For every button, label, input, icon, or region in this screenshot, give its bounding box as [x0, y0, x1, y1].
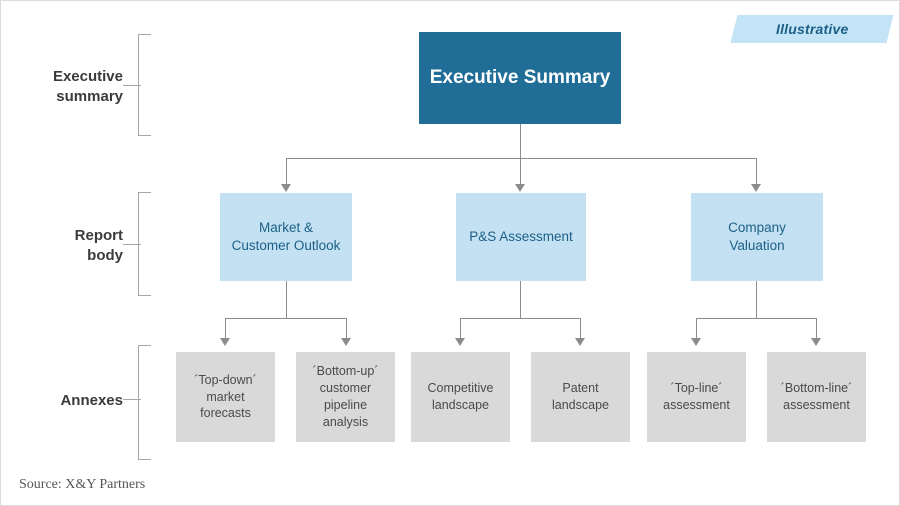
connector-exec-stem — [520, 124, 521, 158]
illustrative-badge: Illustrative — [730, 15, 894, 43]
node-market-customer-outlook[interactable]: Market &Customer Outlook — [220, 193, 352, 281]
arrow-to-ps-assessment — [515, 184, 525, 192]
arrow-to-market-customer-outlook — [281, 184, 291, 192]
connector-exec-drop-left — [286, 158, 287, 186]
connector-exec-drop-center — [520, 158, 521, 186]
node-bottom-line-assessment-label: ´Bottom-line´assessment — [780, 381, 853, 412]
connector-ps-drop-left — [460, 318, 461, 340]
bracket-tick-annexes — [123, 399, 141, 400]
node-executive-summary[interactable]: Executive Summary — [419, 32, 621, 124]
illustrative-badge-label: Illustrative — [775, 21, 849, 37]
node-ps-assessment[interactable]: P&S Assessment — [456, 193, 586, 281]
arrow-to-competitive-landscape — [455, 338, 465, 346]
connector-valuation-bus — [696, 318, 817, 319]
arrow-to-bottom-up-customer-pipeline-analysis — [341, 338, 351, 346]
bracket-annexes — [138, 345, 151, 460]
row-label-annexes: Annexes — [60, 392, 123, 409]
connector-ps-bus — [460, 318, 581, 319]
arrow-to-top-down-market-forecasts — [220, 338, 230, 346]
arrow-to-company-valuation — [751, 184, 761, 192]
bracket-tick-report-body — [123, 244, 141, 245]
arrow-to-patent-landscape — [575, 338, 585, 346]
node-ps-assessment-label: P&S Assessment — [469, 228, 573, 244]
connector-market-stem — [286, 281, 287, 318]
connector-valuation-drop-right — [816, 318, 817, 340]
connector-market-drop-right — [346, 318, 347, 340]
connector-ps-drop-right — [580, 318, 581, 340]
connector-exec-drop-right — [756, 158, 757, 186]
connector-valuation-stem — [756, 281, 757, 318]
arrow-to-bottom-line-assessment — [811, 338, 821, 346]
connector-market-bus — [225, 318, 347, 319]
node-top-line-assessment-label: ´Top-line´assessment — [663, 381, 730, 412]
node-bottom-line-assessment[interactable]: ´Bottom-line´assessment — [767, 352, 866, 442]
connector-market-drop-left — [225, 318, 226, 340]
node-market-customer-outlook-label: Market &Customer Outlook — [231, 219, 341, 253]
connector-valuation-drop-left — [696, 318, 697, 340]
arrow-to-top-line-assessment — [691, 338, 701, 346]
connector-exec-bus — [286, 158, 756, 159]
bracket-tick-executive-summary — [123, 85, 141, 86]
node-executive-summary-label: Executive Summary — [429, 67, 611, 89]
node-top-line-assessment[interactable]: ´Top-line´assessment — [647, 352, 746, 442]
source-note: Source: X&Y Partners — [19, 477, 146, 492]
connector-ps-stem — [520, 281, 521, 318]
